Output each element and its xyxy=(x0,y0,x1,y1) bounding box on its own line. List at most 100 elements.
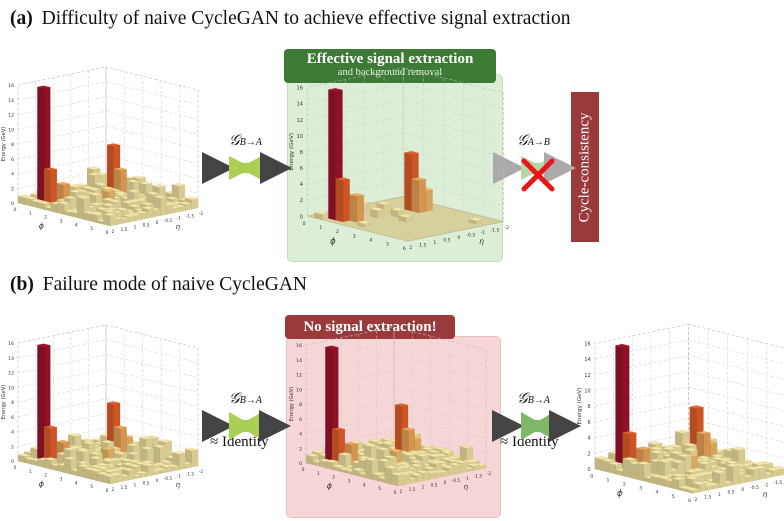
plot-bars xyxy=(305,345,487,487)
plot-y-label: Energy (GeV) xyxy=(1,385,7,420)
plot-eta-tick: 1 xyxy=(134,483,137,488)
plot-bars xyxy=(314,88,483,228)
plot-bar xyxy=(335,177,350,223)
plot-eta-tick: -1.5 xyxy=(474,473,483,478)
plot-eta-tick: -2 xyxy=(199,469,204,474)
plot-bar xyxy=(349,193,364,223)
plot-y-tick: 14 xyxy=(8,98,14,104)
plot-phi-tick: 1 xyxy=(607,477,610,483)
plot-eta-tick: -1 xyxy=(465,476,470,481)
plot-eta-label: η xyxy=(176,481,181,489)
plot-phi-label: ϕ xyxy=(39,221,45,230)
plot-eta-tick: -2 xyxy=(487,471,492,476)
plot-y-tick: 8 xyxy=(11,400,14,406)
plot-phi-tick: 2 xyxy=(623,482,626,488)
plot-eta-tick: -0.5 xyxy=(164,476,173,481)
plot-y-tick: 14 xyxy=(296,358,302,364)
plot-y-tick: 2 xyxy=(11,186,14,192)
plot-bar xyxy=(103,473,117,485)
effective-extraction-banner: Effective signal extraction and backgrou… xyxy=(284,49,496,83)
plot-y-tick: 4 xyxy=(299,432,302,438)
plot-eta-label: η xyxy=(763,489,768,498)
plot-eta-tick: 2 xyxy=(112,229,115,234)
plot-phi-tick: 5 xyxy=(386,242,389,248)
plot-bar xyxy=(411,177,426,214)
plot-eta-tick: -1 xyxy=(177,474,182,479)
generator-icon xyxy=(521,412,554,440)
plot-eta-tick: 1 xyxy=(134,225,137,230)
plot-eta-tick: 0 xyxy=(457,235,460,241)
plot-phi-tick: 3 xyxy=(348,479,351,485)
plot-y-label: Energy (GeV) xyxy=(289,387,295,422)
plot-y-tick: 4 xyxy=(11,430,14,436)
plot-y-tick: 12 xyxy=(584,373,590,379)
plot-eta-tick: 2 xyxy=(112,487,115,492)
plot-phi-tick: 4 xyxy=(75,480,78,486)
plot-eta-tick: -2 xyxy=(199,211,204,216)
plot-y-tick: 16 xyxy=(8,83,14,89)
plot-eta-tick: 0.5 xyxy=(728,490,735,496)
plot-eta-tick: 1 xyxy=(718,492,721,498)
plot-y-tick: 2 xyxy=(11,444,14,450)
generator-ba-label-a: 𝒢B→A xyxy=(229,133,262,149)
plot-y-tick: 0 xyxy=(588,467,591,473)
plot-y-tick: 10 xyxy=(584,389,590,395)
plot-y-tick: 6 xyxy=(588,420,591,426)
plot-eta-tick: 0.5 xyxy=(143,480,150,485)
plot-y-tick: 6 xyxy=(299,417,302,423)
plot-phi-tick: 4 xyxy=(363,482,366,488)
plot-phi-tick: 3 xyxy=(639,486,642,492)
plot-bar xyxy=(725,463,740,486)
plot-y-tick: 2 xyxy=(299,446,302,452)
plot-phi-tick: 1 xyxy=(29,469,32,475)
plot-eta-tick: 1.5 xyxy=(409,487,416,492)
plot-y-tick: 6 xyxy=(300,166,303,172)
plot-phi-tick: 5 xyxy=(672,494,675,500)
plot-y-tick: 10 xyxy=(8,385,14,391)
plot-phi-tick: 5 xyxy=(90,226,93,232)
plot-eta-tick: -1.5 xyxy=(490,228,499,234)
plot-y-tick: 16 xyxy=(584,341,590,347)
plot-phi-tick: 6 xyxy=(106,488,109,494)
plot-eta-tick: 1 xyxy=(422,485,425,490)
effective-extraction-title: Effective signal extraction xyxy=(306,51,474,67)
plot-phi-tick: 2 xyxy=(44,473,47,479)
plot-bar xyxy=(43,167,57,209)
plot-y-tick: 14 xyxy=(584,357,590,363)
plot-phi-tick: 2 xyxy=(336,229,339,235)
plot-eta-tick: -1 xyxy=(481,230,486,236)
plot-eta-tick: 0.5 xyxy=(431,482,438,487)
plot-eta-label: η xyxy=(479,237,484,246)
plot-eta-tick: -0.5 xyxy=(452,478,461,483)
plot-phi-tick: 0 xyxy=(590,473,593,479)
plot-phi-tick: 6 xyxy=(106,230,109,236)
plot-y-tick: 6 xyxy=(11,157,14,163)
plot-eta-tick: 1 xyxy=(433,240,436,246)
plot-y-tick: 4 xyxy=(300,182,303,188)
plot-eta-tick: -1.5 xyxy=(186,471,195,476)
plot-bar xyxy=(398,214,413,223)
plot-eta-tick: 1.5 xyxy=(121,485,128,490)
plot-y-tick: 0 xyxy=(299,461,302,467)
plot-y-tick: 0 xyxy=(11,459,14,465)
plot-phi-tick: 4 xyxy=(75,222,78,228)
plot-phi-tick: 4 xyxy=(369,238,372,244)
plot-grid xyxy=(17,66,199,209)
plot-eta-tick: -0.5 xyxy=(750,485,759,491)
plot-eta-tick: 2 xyxy=(695,497,698,503)
section-a-title: Difficulty of naive CycleGAN to achieve … xyxy=(41,8,571,29)
plot-bar xyxy=(370,207,385,219)
